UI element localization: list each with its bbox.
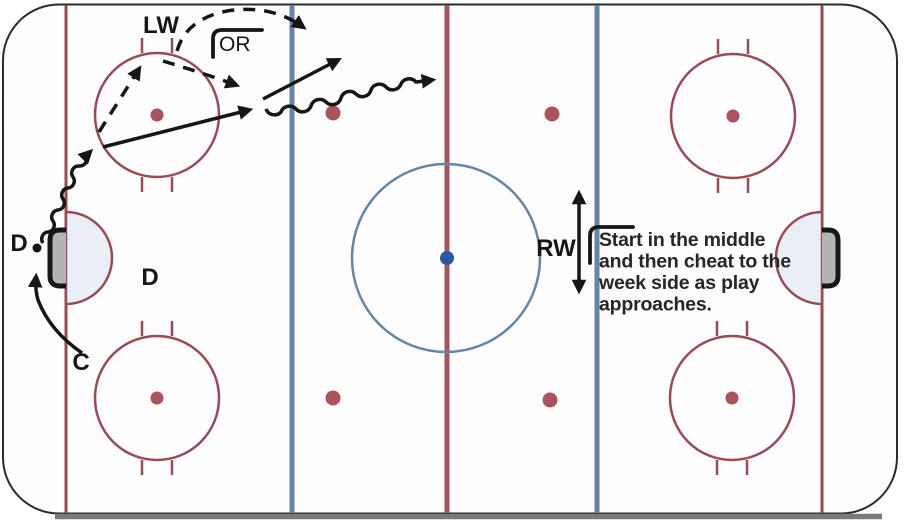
solid-arrow-entry-route — [262, 57, 342, 101]
neutral-dot-top-left — [325, 105, 341, 121]
hash-marks-top-right — [716, 39, 750, 193]
goal-crease-right — [774, 210, 824, 306]
note-line-2: and then cheat to the — [599, 251, 791, 273]
faceoff-dot-bottom-right — [725, 391, 739, 405]
goal-net-right — [822, 227, 841, 289]
note-line-4: approaches. — [599, 294, 712, 316]
label-d-slot: D — [141, 264, 158, 291]
center-circle — [350, 162, 542, 354]
goal-crease-left — [64, 210, 114, 306]
hash-marks-top-left — [140, 38, 174, 192]
faceoff-dot-top-right — [726, 109, 740, 123]
label-rw: RW — [536, 235, 576, 262]
label-d-point: D — [10, 230, 27, 257]
note-line-3: week side as play — [598, 272, 760, 294]
faceoff-dot-top-left — [150, 108, 164, 122]
note-bracket — [588, 225, 635, 265]
center-faceoff-dot — [440, 251, 454, 265]
neutral-dot-top-right — [544, 106, 560, 122]
or-bracket — [211, 28, 264, 59]
neutral-dot-bottom-right — [542, 392, 558, 408]
solid-arrow-pass-through-circle — [102, 105, 254, 149]
dashed-arrow-lw-low-route — [162, 59, 241, 89]
hash-marks-bottom-left — [140, 321, 174, 475]
label-lw: LW — [143, 12, 179, 39]
dashed-arrow-lw-or-route — [175, 7, 307, 52]
neutral-dot-bottom-left — [325, 390, 341, 406]
goal-net-left — [47, 227, 66, 289]
curved-arrow-c-to-net — [27, 272, 83, 355]
faceoff-dot-bottom-left — [150, 391, 164, 405]
wavy-arrow-d-carry-boards — [39, 148, 94, 245]
faceoff-circle-bottom-left — [93, 334, 221, 462]
label-or: OR — [219, 33, 251, 56]
wavy-arrow-carry-neutral-zone — [264, 73, 437, 117]
hash-marks-bottom-right — [715, 321, 749, 475]
note-line-1: Start in the middle — [599, 229, 766, 251]
faceoff-circle-bottom-right — [668, 334, 796, 462]
faceoff-circle-top-right — [669, 52, 797, 180]
label-c: C — [72, 349, 89, 376]
puck-dot — [32, 243, 42, 253]
faceoff-circle-top-left — [93, 51, 221, 179]
